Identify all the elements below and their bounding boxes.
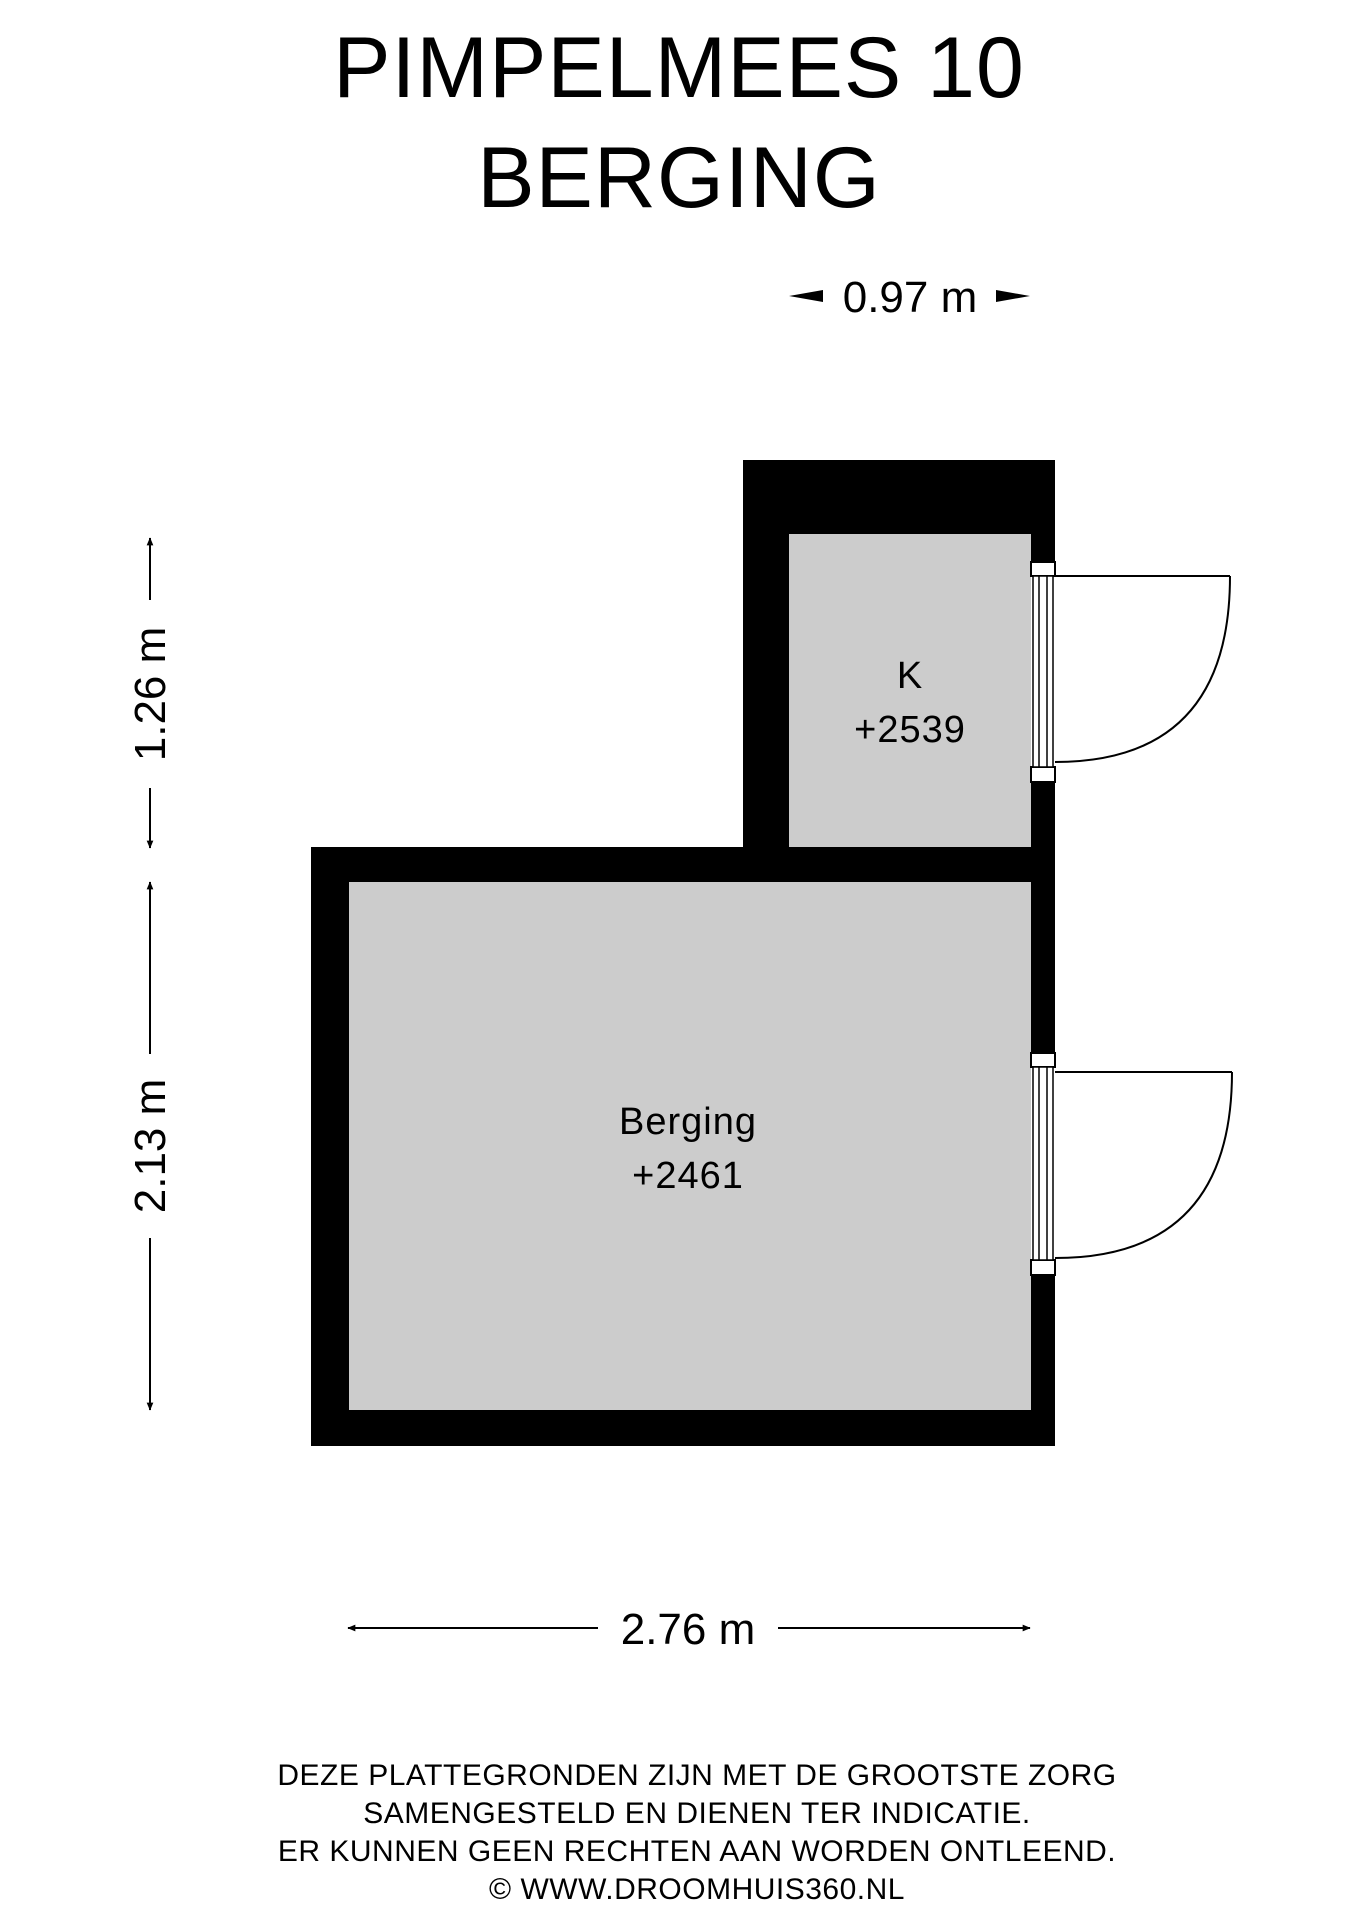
plan-subtitle: BERGING bbox=[477, 130, 881, 226]
arrow-left-icon bbox=[789, 290, 823, 302]
wall-main-top bbox=[311, 847, 1055, 882]
dimension-label-upper: 1.26 m bbox=[126, 627, 175, 762]
dimension-upper-height: 1.26 m bbox=[126, 537, 175, 849]
dimension-label-bottom: 2.76 m bbox=[621, 1605, 756, 1654]
disclaimer-line-1: DEZE PLATTEGRONDEN ZIJN MET DE GROOTSTE … bbox=[277, 1759, 1116, 1792]
room-k-floor bbox=[789, 534, 1031, 847]
room-berging-level: +2461 bbox=[632, 1155, 744, 1197]
wall-main-right-top bbox=[1031, 847, 1055, 1053]
disclaimer-line-4: © WWW.DROOMHUIS360.NL bbox=[489, 1873, 905, 1906]
room-berging-name: Berging bbox=[619, 1101, 757, 1143]
room-k-name: K bbox=[897, 655, 923, 697]
wall-k-right-top bbox=[1031, 460, 1055, 562]
arrow-right-icon bbox=[996, 290, 1030, 302]
dimension-label-top: 0.97 m bbox=[843, 273, 978, 322]
wall-main-right-bottom bbox=[1031, 1275, 1055, 1446]
door-swing-arc-berging bbox=[1054, 1071, 1233, 1259]
wall-main-left bbox=[311, 847, 349, 1446]
wall-k-top bbox=[743, 460, 1055, 534]
dimension-bottom-width: 2.76 m bbox=[347, 1605, 1031, 1654]
walls bbox=[311, 460, 1055, 1446]
room-k-level: +2539 bbox=[854, 709, 966, 751]
disclaimer: DEZE PLATTEGRONDEN ZIJN MET DE GROOTSTE … bbox=[277, 1759, 1116, 1906]
door-k bbox=[1030, 561, 1231, 783]
dimension-top-width: 0.97 m bbox=[789, 273, 1030, 322]
door-berging bbox=[1030, 1052, 1233, 1276]
dimension-label-lower: 2.13 m bbox=[126, 1079, 175, 1214]
plan-title: PIMPELMEES 10 bbox=[333, 20, 1025, 116]
wall-main-bottom bbox=[311, 1410, 1055, 1446]
room-berging-floor bbox=[349, 882, 1031, 1410]
disclaimer-line-2: SAMENGESTELD EN DIENEN TER INDICATIE. bbox=[363, 1797, 1031, 1830]
dimension-lower-height: 2.13 m bbox=[126, 881, 175, 1411]
wall-k-left bbox=[743, 460, 789, 850]
door-swing-arc-k bbox=[1054, 575, 1231, 763]
disclaimer-line-3: ER KUNNEN GEEN RECHTEN AAN WORDEN ONTLEE… bbox=[278, 1835, 1116, 1868]
